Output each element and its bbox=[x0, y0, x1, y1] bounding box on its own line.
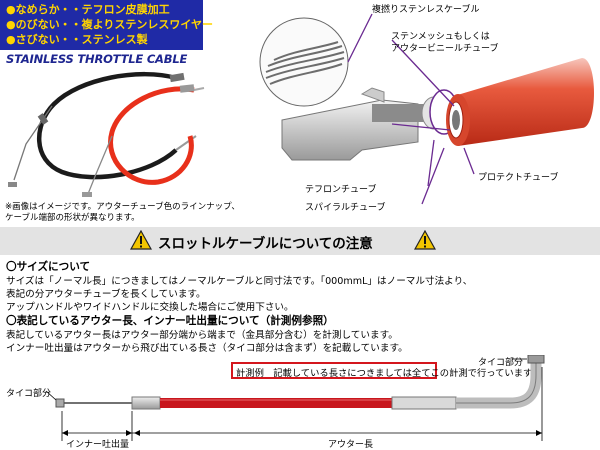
size-line-1: サイズは「ノーマル長」につきましてはノーマルケーブルと同寸法です。「000mmL… bbox=[6, 276, 473, 287]
callout-outer-tube-line-2: アウタービニールチューブ bbox=[391, 44, 499, 54]
measure-line-1: 表記しているアウター長はアウター部分端から端まで（金具部分含む）を計測しています… bbox=[6, 330, 398, 341]
image-note-line-1: ※画像はイメージです。アウターチューブ色のラインナップ、 bbox=[5, 202, 240, 212]
label-taiko-left: タイコ部分 bbox=[6, 389, 52, 399]
callout-teflon-tube: テフロンチューブ bbox=[305, 185, 377, 195]
caution-bar bbox=[0, 227, 600, 255]
caution-title: スロットルケーブルについての注意 bbox=[158, 236, 373, 252]
measure-note: 計測例 記載している長さにつきましては全てこの計測で行っています。 bbox=[236, 368, 541, 379]
size-heading: 〇サイズについて bbox=[6, 261, 91, 273]
feature-no-rust: ●さびない・・ステンレス製 bbox=[6, 33, 148, 46]
image-note-line-2: ケーブル端部の形状が異なります。 bbox=[5, 213, 140, 223]
warning-icon bbox=[130, 230, 152, 250]
measure-note-box bbox=[231, 362, 437, 379]
red-cable-image bbox=[82, 84, 205, 197]
label-taiko-right: タイコ部分 bbox=[478, 358, 524, 368]
product-title: STAINLESS THROTTLE CABLE bbox=[6, 52, 188, 66]
measurement-diagram bbox=[45, 355, 545, 441]
product-photo bbox=[8, 71, 205, 197]
label-inner-length: インナー吐出量 bbox=[66, 440, 130, 450]
label-outer-length: アウター長 bbox=[328, 440, 374, 450]
callout-outer-tube-line-1: ステンメッシュもしくは bbox=[391, 32, 490, 42]
measure-heading: 〇表記しているアウター長、インナー吐出量について（計測例参照） bbox=[6, 315, 334, 327]
callout-inner-wire: 複撚りステンレスケーブル bbox=[372, 5, 480, 15]
features-panel: ●なめらか・・テフロン皮膜加工 ●のびない・・複よりステンレスワイヤー ●さびな… bbox=[0, 0, 213, 50]
callout-protect-tube: プロテクトチューブ bbox=[478, 173, 559, 183]
size-line-2: 表記の分アウターチューブを長くしています。 bbox=[6, 289, 206, 300]
warning-icon-right bbox=[414, 230, 436, 250]
feature-no-stretch: ●のびない・・複よりステンレスワイヤー bbox=[6, 18, 214, 31]
size-line-3: アップハンドルやワイドハンドルに交換した場合にご使用下さい。 bbox=[6, 302, 294, 313]
measure-line-2: インナー吐出量はアウターから飛び出ている長さ（タイコ部分は含まず）を記載していま… bbox=[6, 343, 408, 354]
cable-cross-section bbox=[259, 13, 594, 205]
feature-smooth: ●なめらか・・テフロン皮膜加工 bbox=[6, 3, 170, 16]
callout-spiral-tube: スパイラルチューブ bbox=[305, 203, 386, 213]
